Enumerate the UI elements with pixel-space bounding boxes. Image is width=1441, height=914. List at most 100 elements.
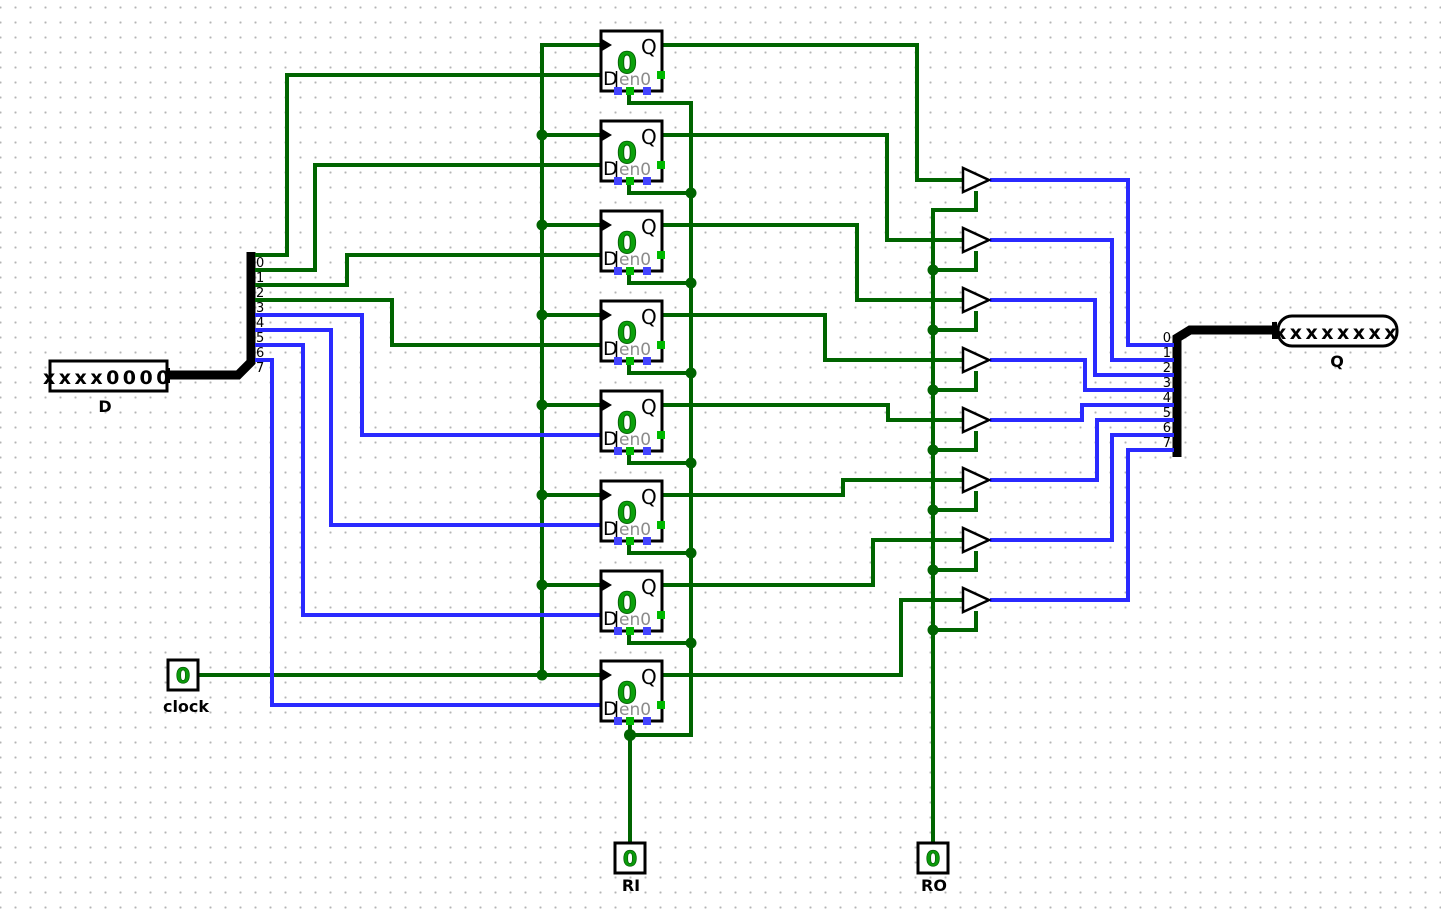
buf1-out-wire [990,238,1174,362]
flipflop-0[interactable]: Q 0 D en0 [599,29,665,95]
splitter-bit-label: 5 [256,331,264,346]
ff-q-label: Q [641,215,657,239]
splitter-bit-label: 2 [256,286,264,301]
enable-trunk [627,91,693,737]
ff-en-label: en0 [619,70,651,90]
ro-label: RO [921,876,947,895]
port-south1 [614,87,622,95]
port-south3 [643,357,651,365]
splitter-bit-label: 7 [256,361,264,376]
ro-input-pin[interactable]: 0 RO [916,841,950,895]
buf4-out-wire [990,403,1174,422]
ff-en-label: en0 [619,700,651,720]
port-enable [626,627,634,635]
tristate-buffer-0 [961,166,992,194]
clock-triangle-icon [602,489,612,501]
port-south3 [643,537,651,545]
q6-wire [662,538,963,587]
buf3-out-wire [990,358,1174,392]
q3-wire [662,313,963,362]
d-bit1-wire [255,163,601,272]
port-qbar [657,161,665,169]
splitter-bit-label: 4 [1163,391,1171,406]
q-output-pin[interactable]: xxxxxxxx Q [1274,314,1400,371]
q2-wire [662,223,963,302]
splitter-bit-label: 2 [1163,361,1171,376]
port-qbar [657,251,665,259]
clock-triangle-icon [602,129,612,141]
q-bus-wire [1172,325,1273,457]
buf0-out-wire [990,178,1174,347]
flipflop-2[interactable]: Q 0 D en0 [599,209,665,275]
q-output-value: xxxxxxxx [1274,322,1400,344]
port-qbar [657,611,665,619]
q-output-label: Q [1330,352,1344,371]
flipflop-4[interactable]: Q 0 D en0 [599,389,665,455]
d-bit3-wire [255,298,601,347]
ff-q-label: Q [641,665,657,689]
wires-unknown[interactable] [255,178,1174,707]
ff-state: 0 [617,226,637,260]
d-bit7-wire [255,358,601,707]
port-enable [626,447,634,455]
ff-state: 0 [617,406,637,440]
port-enable [626,717,634,725]
q-splitter[interactable]: 0 1 2 3 4 5 6 7 [1163,331,1171,451]
ff-d-label: D [603,518,618,540]
port-south1 [614,447,622,455]
ff-d-label: D [603,68,618,90]
ff-en-label: en0 [619,340,651,360]
d-input-pin[interactable]: xxxx0000 D [43,359,173,416]
port-enable [626,357,634,365]
ri-input-pin[interactable]: 0 RI [613,841,647,895]
splitter-bit-label: 3 [1163,376,1171,391]
clock-trunk [540,43,601,675]
tristate-buffer-5 [961,466,992,494]
port-qbar [657,431,665,439]
clock-value: 0 [176,664,191,688]
port-south1 [614,627,622,635]
port-qbar [657,341,665,349]
port-south3 [643,267,651,275]
flipflop-3[interactable]: Q 0 D en0 [599,299,665,365]
port-enable [626,177,634,185]
splitter-bit-label: 1 [256,271,264,286]
q-pin-tick [1272,322,1277,339]
ff-d-label: D [603,428,618,450]
port-south1 [614,177,622,185]
ff-en-label: en0 [619,520,651,540]
d-input-label: D [98,397,111,416]
port-enable [626,267,634,275]
ff-d-label: D [603,698,618,720]
splitter-bit-label: 7 [1163,436,1171,451]
port-enable [626,537,634,545]
port-south3 [643,627,651,635]
flipflop-6[interactable]: Q 0 D en0 [599,569,665,635]
ff-q-label: Q [641,35,657,59]
d-bit6-wire [255,343,601,617]
ff-en-label: en0 [619,430,651,450]
buf5-out-wire [990,418,1174,482]
flipflop-1[interactable]: Q 0 D en0 [599,119,665,185]
flipflop-7[interactable]: Q 0 D en0 [599,659,665,725]
tristate-buffers[interactable] [961,166,992,614]
d-bit2-wire [255,253,601,287]
flipflop-5[interactable]: Q 0 D en0 [599,479,665,545]
wires-low[interactable] [198,43,978,843]
d-bit5-wire [255,328,601,527]
clock-input-pin[interactable]: 0 clock [163,658,209,716]
clock-triangle-icon [602,309,612,321]
port-south1 [614,537,622,545]
port-south3 [643,447,651,455]
clock-label: clock [163,697,209,716]
d-bit4-wire [255,313,601,437]
tristate-buffer-6 [961,526,992,554]
ff-q-label: Q [641,125,657,149]
d-splitter[interactable]: 0 1 2 3 4 5 6 7 [256,256,264,376]
port-qbar [657,701,665,709]
q0-wire [662,43,963,182]
port-qbar [657,521,665,529]
port-south1 [614,357,622,365]
q1-wire [662,133,963,242]
